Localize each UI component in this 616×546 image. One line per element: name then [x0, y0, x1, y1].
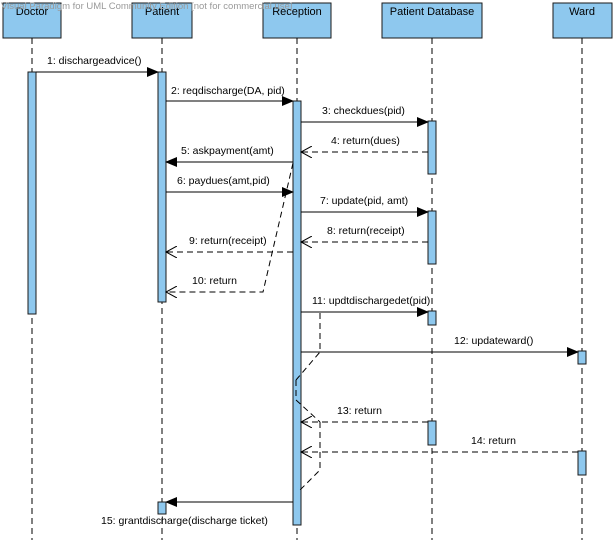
lifeline-patient-database[interactable]: Patient Database	[381, 2, 483, 540]
message-6[interactable]: 6: paydues(amt,pid)	[166, 175, 294, 197]
message-2-label: 2: reqdischarge(DA, pid)	[171, 85, 285, 97]
lifeline-ward[interactable]: Ward	[552, 2, 613, 540]
lifeline-patient-database-label: Patient Database	[390, 6, 474, 18]
activation-patientdb-3	[427, 310, 437, 326]
message-2[interactable]: 2: reqdischarge(DA, pid)	[166, 85, 294, 106]
message-7-label: 7: update(pid, amt)	[320, 195, 408, 207]
activation-patientdb-1	[427, 120, 437, 175]
activation-ward-1	[577, 350, 587, 365]
connector-13-15	[299, 422, 321, 491]
message-10-label: 10: return	[192, 275, 237, 287]
lifeline-ward-label: Ward	[569, 6, 595, 18]
watermark-text: Visual Paradigm for UML Community Editio…	[1, 1, 292, 12]
message-8[interactable]: 8: return(receipt)	[301, 225, 428, 242]
activation-reception	[292, 100, 302, 526]
message-15-label: 15: grantdischarge(discharge ticket)	[101, 515, 268, 527]
message-5[interactable]: 5: askpayment(amt)	[165, 145, 293, 167]
lifeline-patient-label: Patient	[145, 6, 179, 18]
message-12-label: 12: updateward()	[454, 335, 533, 347]
message-9-label: 9: return(receipt)	[189, 235, 267, 247]
message-3[interactable]: 3: checkdues(pid)	[301, 105, 429, 127]
message-10[interactable]: 10: return	[166, 162, 294, 292]
lifeline-reception-label: Reception	[272, 6, 322, 18]
message-8-label: 8: return(receipt)	[327, 225, 405, 237]
message-3-label: 3: checkdues(pid)	[322, 105, 405, 117]
message-7[interactable]: 7: update(pid, amt)	[301, 195, 429, 217]
activation-ward-2	[577, 450, 587, 476]
message-5-label: 5: askpayment(amt)	[181, 145, 274, 157]
message-15[interactable]: 15: grantdischarge(discharge ticket)	[101, 497, 293, 527]
activation-doctor	[27, 71, 37, 315]
message-13[interactable]: 13: return	[301, 405, 428, 422]
message-4[interactable]: 4: return(dues)	[301, 135, 428, 152]
activation-patientdb-4	[427, 420, 437, 446]
message-14-label: 14: return	[471, 435, 516, 447]
activation-patient-2	[157, 501, 167, 515]
message-1[interactable]: 1: dischargeadvice()	[36, 55, 159, 77]
activation-patient-1	[157, 71, 167, 303]
message-11-label: 11: updtdischargedet(pid)	[312, 295, 430, 307]
message-13-label: 13: return	[337, 405, 382, 417]
message-12[interactable]: 12: updateward()	[301, 335, 579, 357]
lifeline-doctor-label: Doctor	[16, 6, 49, 18]
connector-12-13	[295, 380, 321, 423]
message-6-label: 6: paydues(amt,pid)	[177, 175, 270, 187]
message-1-label: 1: dischargeadvice()	[47, 55, 142, 67]
activation-patientdb-2	[427, 210, 437, 265]
message-4-label: 4: return(dues)	[331, 135, 400, 147]
message-14[interactable]: 14: return	[301, 435, 578, 452]
message-11[interactable]: 11: updtdischargedet(pid)	[301, 295, 430, 317]
